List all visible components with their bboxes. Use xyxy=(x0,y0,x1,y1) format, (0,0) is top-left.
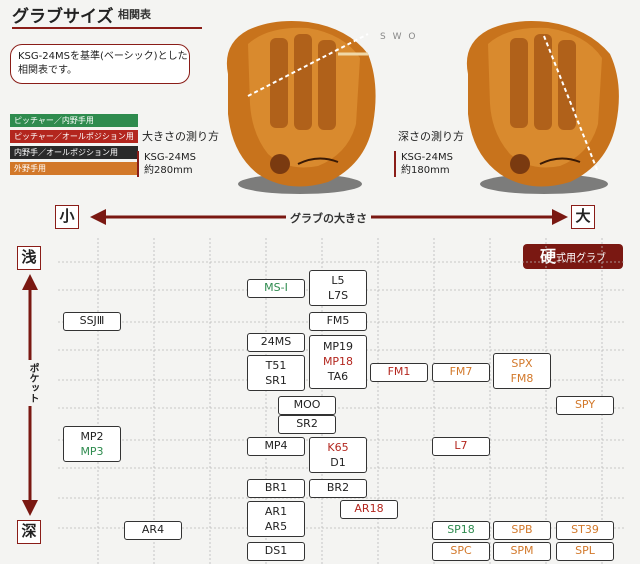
size-spec-value: 約280mm xyxy=(144,165,193,176)
model-mp19: MP19 xyxy=(322,340,354,353)
model-24ms: 24MS xyxy=(247,333,305,352)
model-ar1: AR1 xyxy=(264,505,288,518)
size-axis-caption: グラブの大きさ xyxy=(286,210,371,226)
size-spec-model: KSG-24MS xyxy=(144,152,196,163)
glove-image-size xyxy=(208,14,380,199)
model-ar1-ar5: AR1 AR5 xyxy=(247,501,305,537)
axis-small-badge: 小 xyxy=(55,205,79,229)
hardball-big-char: 硬 xyxy=(539,247,556,266)
model-fm7: FM7 xyxy=(432,363,490,382)
model-spx: SPX xyxy=(511,357,533,370)
model-ar5: AR5 xyxy=(264,520,288,533)
model-k65: K65 xyxy=(327,441,349,454)
model-spm: SPM xyxy=(493,542,551,561)
axis-large-badge: 大 xyxy=(571,205,595,229)
model-fm1: FM1 xyxy=(370,363,428,382)
model-spc: SPC xyxy=(432,542,490,561)
model-br2: BR2 xyxy=(309,479,367,498)
model-sr2: SR2 xyxy=(278,415,336,434)
hardball-rest: 式用グラブ xyxy=(556,253,606,264)
model-sp18: SP18 xyxy=(432,521,490,540)
legend-pitcher-infield: ピッチャー／内野手用 xyxy=(10,114,138,127)
model-fm8: FM8 xyxy=(510,372,534,385)
model-ms1: MS-I xyxy=(247,279,305,298)
model-ssj3: SSJⅢ xyxy=(63,312,121,331)
model-mp2-mp3: MP2 MP3 xyxy=(63,426,121,462)
intro-line-2: 相関表です。 xyxy=(18,65,77,76)
model-br1: BR1 xyxy=(247,479,305,498)
size-measure-label: 大きさの測り方 xyxy=(142,130,219,143)
model-spb: SPB xyxy=(493,521,551,540)
legend-pitcher-allround: ピッチャー／オールポジション用 xyxy=(10,130,138,143)
legend-outfield: 外野手用 xyxy=(10,162,138,175)
depth-spec-model: KSG-24MS xyxy=(401,152,453,163)
model-ta6: TA6 xyxy=(327,370,349,383)
model-mp4: MP4 xyxy=(247,437,305,456)
model-l5: L5 xyxy=(331,274,345,287)
model-l5-l7s: L5 L7S xyxy=(309,270,367,306)
model-mp2: MP2 xyxy=(80,430,104,443)
model-t51: T51 xyxy=(265,359,287,372)
page-subtitle: 相関表 xyxy=(118,8,151,21)
title-underline xyxy=(12,27,202,29)
intro-callout: KSG-24MSを基準(ベーシック)とした 相関表です。 xyxy=(10,44,190,84)
model-d1: D1 xyxy=(330,456,346,469)
model-k65-d1: K65 D1 xyxy=(309,437,367,473)
intro-line-1: KSG-24MSを基準(ベーシック)とした xyxy=(18,51,188,62)
depth-measure-label: 深さの測り方 xyxy=(398,130,464,143)
model-ar4: AR4 xyxy=(124,521,182,540)
model-fm5: FM5 xyxy=(309,312,367,331)
title-text: グラブサイズ xyxy=(12,7,114,27)
model-t51-sr1: T51 SR1 xyxy=(247,355,305,391)
glove-image-depth xyxy=(448,14,626,199)
model-l7: L7 xyxy=(432,437,490,456)
model-mp18: MP18 xyxy=(322,355,354,368)
model-spl: SPL xyxy=(556,542,614,561)
model-mp3: MP3 xyxy=(80,445,104,458)
model-st39: ST39 xyxy=(556,521,614,540)
model-l7s: L7S xyxy=(327,289,349,302)
page-title: グラブサイズ xyxy=(12,2,114,27)
hardball-glove-badge: 硬式用グラブ xyxy=(523,244,623,269)
size-spec: KSG-24MS 約280mm xyxy=(137,151,196,177)
model-ds1: DS1 xyxy=(247,542,305,561)
model-m00: MOO xyxy=(278,396,336,415)
model-spy: SPY xyxy=(556,396,614,415)
model-ar18: AR18 xyxy=(340,500,398,519)
axis-deep-badge: 深 xyxy=(17,520,41,544)
depth-spec: KSG-24MS 約180mm xyxy=(394,151,453,177)
background-letters: S W O xyxy=(380,32,418,42)
legend-infield-allround: 内野手／オールポジション用 xyxy=(10,146,138,159)
model-mp19-mp18-ta6: MP19 MP18 TA6 xyxy=(309,335,367,389)
pocket-axis-caption: ポケット xyxy=(22,360,38,406)
model-spx-fm8: SPX FM8 xyxy=(493,353,551,389)
model-sr1: SR1 xyxy=(265,374,287,387)
axis-shallow-badge: 浅 xyxy=(17,246,41,270)
depth-spec-value: 約180mm xyxy=(401,165,450,176)
